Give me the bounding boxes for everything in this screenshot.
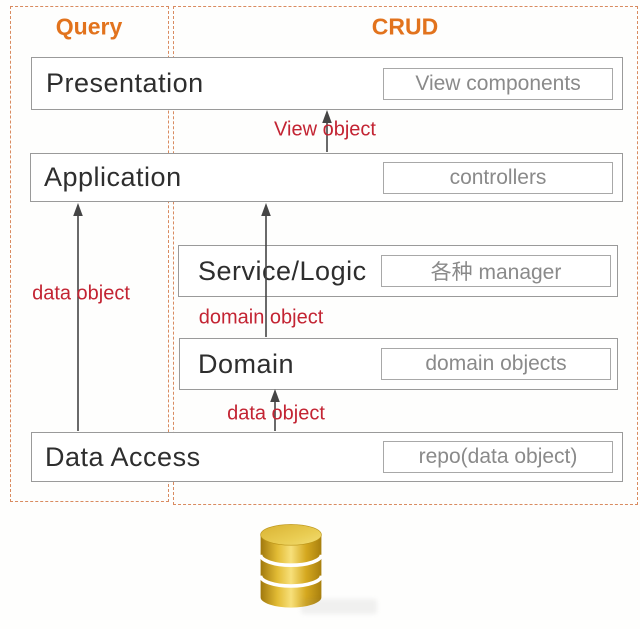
component-box-controllers: controllers <box>383 161 613 194</box>
database-icon <box>258 524 324 608</box>
flow-label-data-object-left: data object <box>32 282 130 305</box>
layer-service-logic: Service/Logic 各种 manager <box>178 245 618 297</box>
component-box-domain-objects: domain objects <box>381 348 611 380</box>
component-box-managers: 各种 manager <box>381 255 611 287</box>
flow-label-data-object-bottom: data object <box>227 402 325 425</box>
layer-data-access-name: Data Access <box>45 441 201 472</box>
layer-presentation-name: Presentation <box>46 68 204 98</box>
component-label: repo(data object) <box>418 445 578 468</box>
layer-application-name: Application <box>44 162 182 192</box>
component-box-repo: repo(data object) <box>383 441 613 473</box>
component-label: domain objects <box>425 352 567 375</box>
layer-presentation: Presentation View components <box>31 57 623 110</box>
component-box-view-components: View components <box>383 67 613 100</box>
flow-label-domain-object: domain object <box>198 306 324 329</box>
layer-application: Application controllers <box>30 153 623 202</box>
layer-domain: Domain domain objects <box>179 338 618 390</box>
layer-data-access: Data Access repo(data object) <box>31 432 623 482</box>
flow-label-view-object: View object <box>274 118 376 141</box>
query-section-label: Query <box>55 13 123 40</box>
query-section-outline <box>10 6 169 502</box>
watermark <box>301 599 377 614</box>
layer-domain-name: Domain <box>198 348 295 379</box>
component-label: 各种 manager <box>430 261 562 284</box>
crud-section-outline <box>173 6 638 505</box>
layer-service-logic-name: Service/Logic <box>198 255 367 286</box>
component-label: controllers <box>449 165 547 189</box>
crud-section-label: CRUD <box>371 13 439 40</box>
component-label: View components <box>415 71 581 95</box>
